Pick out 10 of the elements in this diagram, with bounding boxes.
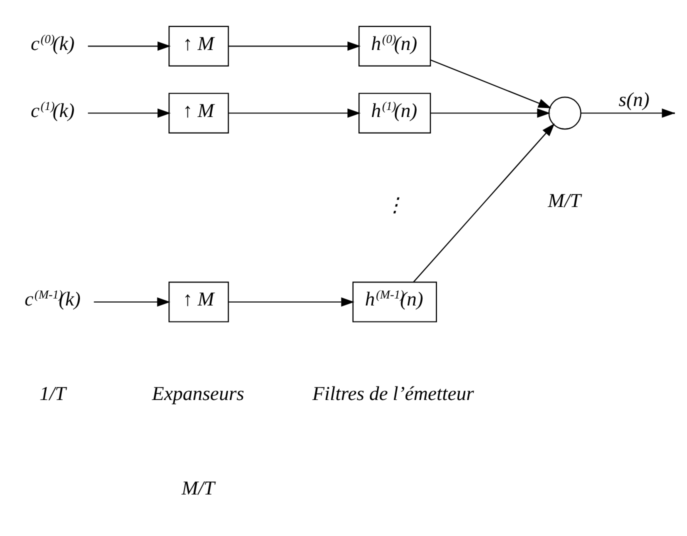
label: M/T — [182, 477, 215, 500]
label: 1/T — [40, 382, 66, 405]
label: M/T — [548, 189, 581, 212]
node-text: c$^{(0)}$(k) — [30, 31, 75, 54]
node-text: c$^{(1)}$(k) — [30, 98, 75, 122]
node-text: c$^{(M-1)}$(k) — [24, 287, 81, 310]
label: Expanseurs — [152, 382, 244, 405]
edge-label: s(n) — [618, 88, 650, 110]
label: Filtres de l’émetteur — [312, 382, 474, 405]
label: ⋮ — [384, 194, 405, 216]
